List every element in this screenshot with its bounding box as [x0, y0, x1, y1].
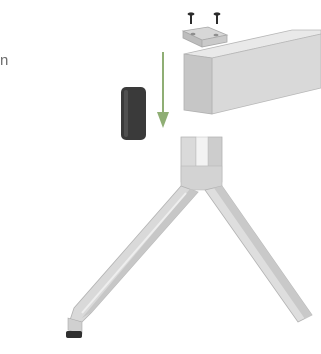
screw-icon — [213, 12, 221, 24]
bracket — [181, 26, 229, 48]
crossbeam-end-face — [183, 53, 213, 115]
crossbeam — [183, 29, 321, 115]
arrow-head — [157, 112, 169, 128]
bracket-hole — [213, 33, 219, 37]
screw-shaft — [216, 14, 218, 24]
leg-arm-left-groove — [81, 192, 187, 314]
pad — [121, 87, 146, 140]
bracket-side — [201, 34, 228, 48]
screw-shaft — [190, 14, 192, 24]
leg — [69, 136, 313, 323]
leg-arm-left-shade — [82, 189, 198, 318]
pad-highlight — [124, 90, 128, 137]
leg-post-slot — [195, 136, 209, 167]
arrow-down-icon — [157, 52, 169, 128]
caption-fragment: n — [0, 52, 9, 69]
screw-icon — [187, 12, 195, 24]
foot — [66, 317, 83, 338]
leg-post-base — [180, 165, 223, 191]
foot-glide — [66, 331, 82, 338]
bracket-hole — [190, 32, 196, 36]
leg-arm-right-shade — [214, 186, 312, 319]
